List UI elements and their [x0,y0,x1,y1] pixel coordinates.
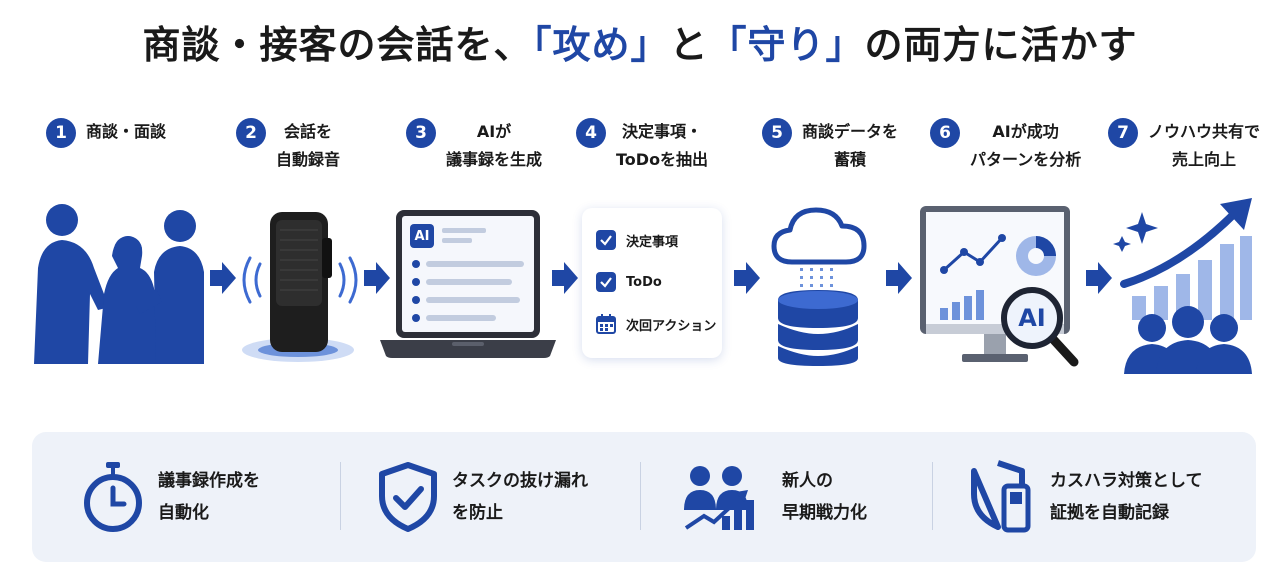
laptop-minutes-illustration: AI [380,208,556,360]
feature-label: 新人の 早期戦力化 [782,471,867,523]
step-number-badge: 1 [46,118,76,148]
step-label: 商談・面談 [86,122,167,141]
step-number-badge: 5 [762,118,792,148]
feature-newbie-growth: 新人の 早期戦力化 [682,452,867,542]
step-label: 決定事項・ ToDoを抽出 [616,122,709,169]
step-number-badge: 3 [406,118,436,148]
team-growth-icon [684,466,754,530]
step-6: 6 AIが成功 パターンを分析 [930,118,1081,178]
feature-divider [340,462,341,530]
title-part-2: と [669,23,709,67]
growth-team-icon [1113,198,1252,374]
people-meeting-icon [34,204,204,364]
step-1: 1 商談・面談 [46,118,166,178]
laptop-icon [380,210,556,358]
arrow-right-icon [210,262,236,294]
checklist-item-label: 決定事項 [626,234,679,250]
feature-divider [640,462,641,530]
calendar-icon [596,314,616,334]
checklist-item: ToDo [596,272,662,292]
step-number-badge: 7 [1108,118,1138,148]
feature-divider [932,462,933,530]
arrow-right-icon [364,262,390,294]
benefits-panel [32,432,1256,562]
title-part-1: 商談・接客の会話を、 [142,23,533,67]
monitor-analysis-illustration: AI [918,204,1084,374]
step-number-badge: 2 [236,118,266,148]
title-part-3: の両方に活かす [864,23,1138,67]
feature-label: 議事録作成を 自動化 [158,471,260,523]
stopwatch-icon [84,462,142,532]
step-7: 7 ノウハウ共有で 売上向上 [1108,118,1260,178]
analytics-monitor-icon [920,206,1079,367]
arrow-right-icon [552,262,578,294]
checkbox-checked-icon [596,230,616,250]
ai-badge: AI [414,228,430,244]
checklist-item: 次回アクション [596,314,716,334]
step-3: 3 AIが 議事録を生成 [406,118,542,178]
voice-recorder-icon [242,212,358,362]
step-5: 5 商談データを 蓄積 [762,118,898,178]
ai-magnifier-label: AI [1018,304,1046,332]
checklist-item: 決定事項 [596,230,678,250]
step-label: 商談データを 蓄積 [802,122,899,169]
step-label: AIが 議事録を生成 [446,122,543,169]
checklist-card: 決定事項 ToDo 次回アクション [582,208,722,358]
step-label: ノウハウ共有で 売上向上 [1148,122,1261,169]
cloud-database-icon [771,207,867,366]
arrow-right-icon [1086,262,1112,294]
page-title: 商談・接客の会話を、「攻め」と「守り」の両方に活かす [0,14,1280,69]
feature-task-check: タスクの抜け漏れ を防止 [378,452,588,542]
step-number-badge: 6 [930,118,960,148]
checkbox-checked-icon [596,272,616,292]
feature-label: カスハラ対策として 証拠を自動記録 [1050,471,1203,523]
title-accent-defense: 「守り」 [708,23,865,67]
feature-auto-minutes: 議事録作成を 自動化 [82,452,260,542]
checklist-item-label: ToDo [626,274,662,290]
checklist-item-label: 次回アクション [626,318,717,334]
step-2: 2 会話を 自動録音 [236,118,340,178]
shield-check-icon [379,462,437,532]
step-number-badge: 4 [576,118,606,148]
feature-harassment-record: カスハラ対策として 証拠を自動記録 [970,452,1203,542]
title-accent-attack: 「攻め」 [532,23,670,67]
shield-recorder-icon [971,460,1031,533]
feature-label: タスクの抜け漏れ を防止 [452,471,588,523]
arrow-right-icon [886,262,912,294]
step-label: 会話を 自動録音 [276,122,341,169]
step-label: AIが成功 パターンを分析 [970,122,1082,169]
step-4: 4 決定事項・ ToDoを抽出 [576,118,708,178]
arrow-right-icon [734,262,760,294]
